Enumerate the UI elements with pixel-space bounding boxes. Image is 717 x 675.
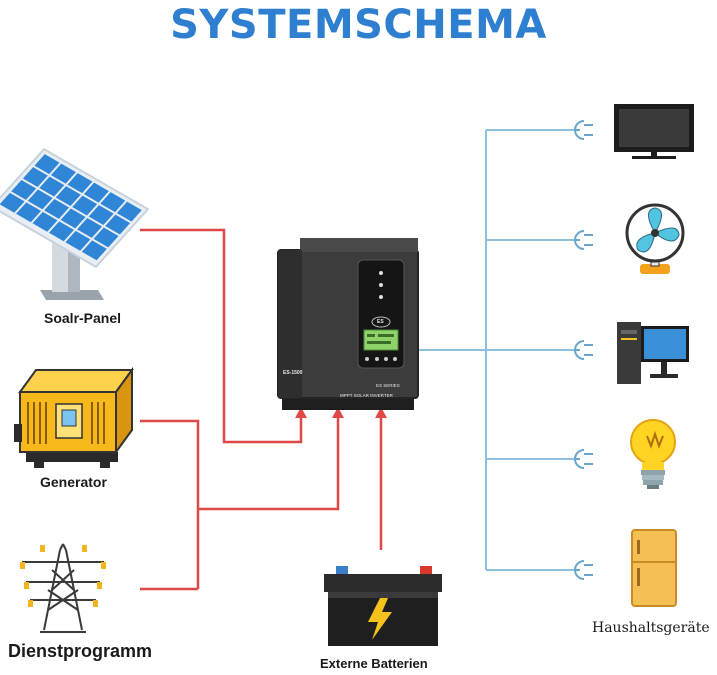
refrigerator-icon <box>631 529 677 607</box>
battery-label: Externe Batterien <box>320 656 428 671</box>
fan-icon <box>625 203 685 274</box>
computer-icon <box>617 322 689 384</box>
insulator-icons <box>20 545 106 607</box>
solar-panel-label: Soalr-Panel <box>44 310 122 326</box>
inverter-model-label: ES-1500 <box>283 370 303 376</box>
input-connections <box>140 228 383 591</box>
solar-arrow <box>295 407 307 418</box>
plug-icon <box>574 340 593 360</box>
output-connections <box>418 129 574 571</box>
plug-icon <box>574 120 593 140</box>
solar-panel-icon <box>0 147 150 300</box>
inverter-subtitle-label: MPPT SOLAR INVERTER <box>340 393 393 398</box>
solar-connection-line <box>140 228 303 444</box>
generator-arrow <box>332 407 344 418</box>
light-bulb-icon <box>630 419 676 489</box>
plug-icon <box>574 449 593 469</box>
generator-connection-line <box>140 419 200 589</box>
generator-icon <box>14 366 134 468</box>
generator-inverter-line <box>198 413 340 511</box>
inverter-icon <box>277 238 419 410</box>
utility-label: Dienstprogramm <box>8 641 153 661</box>
generator-label: Generator <box>40 474 107 490</box>
page-title: SYSTEMSCHEMA <box>170 2 547 48</box>
tv-icon <box>614 104 694 159</box>
inverter-series-label: ES SERIES <box>376 383 400 388</box>
power-tower-icon <box>22 543 104 633</box>
inverter-logo: ES <box>377 319 384 325</box>
plug-icon <box>574 230 593 250</box>
input-arrows <box>295 407 387 418</box>
battery-arrow <box>375 407 387 418</box>
plug-icon <box>574 560 593 580</box>
battery-icon <box>324 566 442 646</box>
plug-icons <box>574 120 593 580</box>
household-appliances-label: Haushaltsgeräte <box>592 620 710 636</box>
